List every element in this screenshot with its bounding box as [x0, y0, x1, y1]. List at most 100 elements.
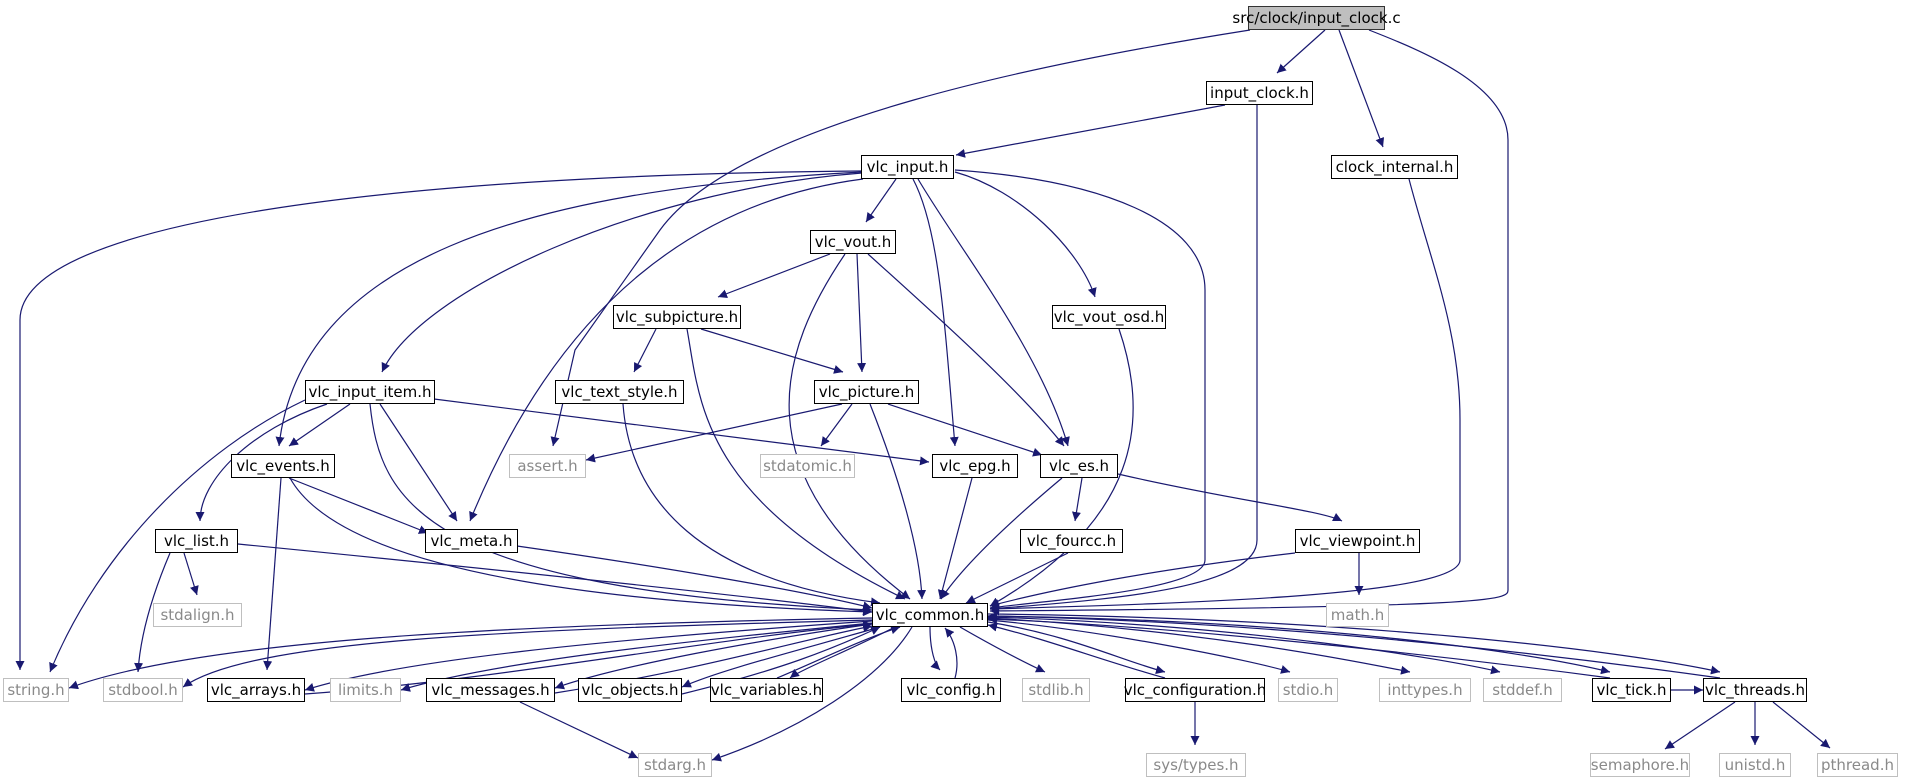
dependency-edge-5 — [955, 104, 1226, 158]
dependency-edge-64 — [987, 621, 1166, 675]
node-vlc-events-h[interactable]: vlc_events.h — [231, 454, 335, 478]
dependency-edge-2 — [1338, 29, 1385, 148]
dependency-edge-17 — [717, 253, 831, 298]
node-vlc-common-h[interactable]: vlc_common.h — [872, 603, 988, 627]
node-stdatomic-h[interactable]: stdatomic.h — [760, 454, 855, 478]
dependency-edge-9 — [912, 178, 959, 447]
node-vlc-objects-h[interactable]: vlc_objects.h — [578, 678, 682, 702]
dependency-edge-37 — [263, 477, 282, 671]
dependency-edge-78 — [1772, 701, 1831, 749]
dependency-edge-31 — [379, 403, 458, 522]
node-semaphore-h[interactable]: semaphore.h — [1590, 753, 1690, 777]
node-math-h[interactable]: math.h — [1326, 603, 1389, 627]
dependency-edge-76 — [1664, 701, 1736, 750]
dependency-edge-69 — [987, 615, 1611, 675]
dependency-edge-29 — [869, 403, 927, 600]
node-limits-h[interactable]: limits.h — [330, 678, 401, 702]
dependency-edge-11 — [954, 171, 1097, 298]
node-stdlib-h[interactable]: stdlib.h — [1022, 678, 1090, 702]
node-vlc-fourcc-h[interactable]: vlc_fourcc.h — [1020, 529, 1123, 553]
dependency-edge-66 — [987, 619, 1291, 674]
dependency-edge-47 — [134, 552, 171, 673]
node-vlc-vout-h[interactable]: vlc_vout.h — [810, 230, 896, 254]
node-unistd-h[interactable]: unistd.h — [1719, 753, 1791, 777]
dependency-edge-70 — [987, 614, 1611, 679]
node-vlc-messages-h[interactable]: vlc_messages.h — [426, 678, 555, 702]
dependency-edges — [15, 29, 1831, 762]
dependency-edge-8 — [865, 178, 897, 223]
dependency-edge-10 — [917, 178, 1070, 447]
dependency-edge-6 — [989, 105, 1258, 613]
dependency-edge-60 — [776, 625, 901, 679]
node-vlc-list-h[interactable]: vlc_list.h — [155, 529, 238, 553]
dependency-edge-15 — [275, 171, 863, 447]
node-vlc-arrays-h[interactable]: vlc_arrays.h — [207, 678, 305, 702]
node-vlc-text-style-h[interactable]: vlc_text_style.h — [555, 380, 684, 404]
dependency-edge-45 — [989, 552, 1296, 609]
dependency-edge-42 — [940, 477, 1063, 600]
dependency-edge-62 — [944, 627, 958, 679]
node-vlc-input-h[interactable]: vlc_input.h — [861, 155, 954, 179]
dependency-edge-63 — [959, 626, 1046, 673]
dependency-edge-28 — [887, 403, 1043, 457]
dependency-edge-51 — [182, 619, 873, 688]
node-stdalign-h[interactable]: stdalign.h — [153, 603, 242, 627]
node-vlc-subpicture-h[interactable]: vlc_subpicture.h — [613, 305, 741, 329]
node-vlc-viewpoint-h[interactable]: vlc_viewpoint.h — [1295, 529, 1420, 553]
dependency-edge-72 — [987, 611, 1721, 679]
node-stddef-h[interactable]: stddef.h — [1483, 678, 1562, 702]
dependency-edge-19 — [867, 253, 1065, 447]
dependency-edge-67 — [987, 617, 1411, 675]
node-vlc-epg-h[interactable]: vlc_epg.h — [932, 454, 1018, 478]
dependency-edge-36 — [288, 477, 429, 534]
dependency-edge-43 — [965, 552, 1069, 604]
dependency-edge-34 — [49, 399, 306, 673]
dependency-edge-48 — [237, 543, 873, 616]
dependency-edge-18 — [856, 253, 867, 373]
dependency-edge-30 — [288, 403, 351, 447]
node-vlc-variables-h[interactable]: vlc_variables.h — [710, 678, 823, 702]
dependency-edge-61 — [929, 626, 941, 671]
dependency-edge-73 — [711, 626, 913, 762]
dependency-edge-20 — [788, 253, 911, 600]
node-vlc-input-item-h[interactable]: vlc_input_item.h — [305, 380, 435, 404]
node-vlc-meta-h[interactable]: vlc_meta.h — [425, 529, 518, 553]
dependency-edge-49 — [516, 545, 873, 611]
dependency-edge-26 — [585, 403, 843, 463]
node-input-clock-h[interactable]: input_clock.h — [1206, 81, 1313, 105]
node-clock-internal-h[interactable]: clock_internal.h — [1331, 155, 1458, 179]
node-stdarg-h[interactable]: stdarg.h — [638, 753, 712, 777]
dependency-edge-38 — [289, 477, 873, 617]
dependency-edge-39 — [937, 477, 973, 600]
node-pthread-h[interactable]: pthread.h — [1817, 753, 1898, 777]
node-root-file[interactable]: src/clock/input_clock.c — [1232, 6, 1401, 30]
node-vlc-config-h[interactable]: vlc_config.h — [901, 678, 1001, 702]
dependency-edge-40 — [1072, 477, 1083, 522]
node-vlc-vout-osd-h[interactable]: vlc_vout_osd.h — [1052, 305, 1166, 329]
dependency-edge-25 — [622, 403, 881, 607]
dependency-edge-74 — [519, 701, 639, 759]
node-stdbool-h[interactable]: stdbool.h — [103, 678, 183, 702]
dependency-edge-71 — [987, 613, 1721, 675]
dependency-edge-3 — [989, 29, 1509, 616]
node-stdio-h[interactable]: stdio.h — [1278, 678, 1338, 702]
node-vlc-picture-h[interactable]: vlc_picture.h — [814, 380, 919, 404]
dependency-edge-23 — [686, 328, 906, 600]
node-inttypes-h[interactable]: inttypes.h — [1379, 678, 1471, 702]
node-vlc-threads-h[interactable]: vlc_threads.h — [1703, 678, 1807, 702]
dependency-edge-32 — [433, 398, 930, 466]
dependency-edge-46 — [183, 552, 199, 596]
node-vlc-configuration-h[interactable]: vlc_configuration.h — [1124, 678, 1266, 702]
dependency-edge-57 — [681, 626, 881, 688]
node-assert-h[interactable]: assert.h — [509, 454, 586, 478]
node-vlc-es-h[interactable]: vlc_es.h — [1040, 454, 1118, 478]
dependency-edge-65 — [987, 622, 1166, 679]
node-sys-types-h[interactable]: sys/types.h — [1146, 753, 1246, 777]
dependency-edge-1 — [1276, 29, 1326, 74]
dependency-edge-68 — [987, 616, 1501, 675]
node-string-h[interactable]: string.h — [3, 678, 69, 702]
node-vlc-tick-h[interactable]: vlc_tick.h — [1592, 678, 1671, 702]
dependency-edge-21 — [633, 328, 657, 373]
dependency-edge-27 — [820, 403, 853, 447]
